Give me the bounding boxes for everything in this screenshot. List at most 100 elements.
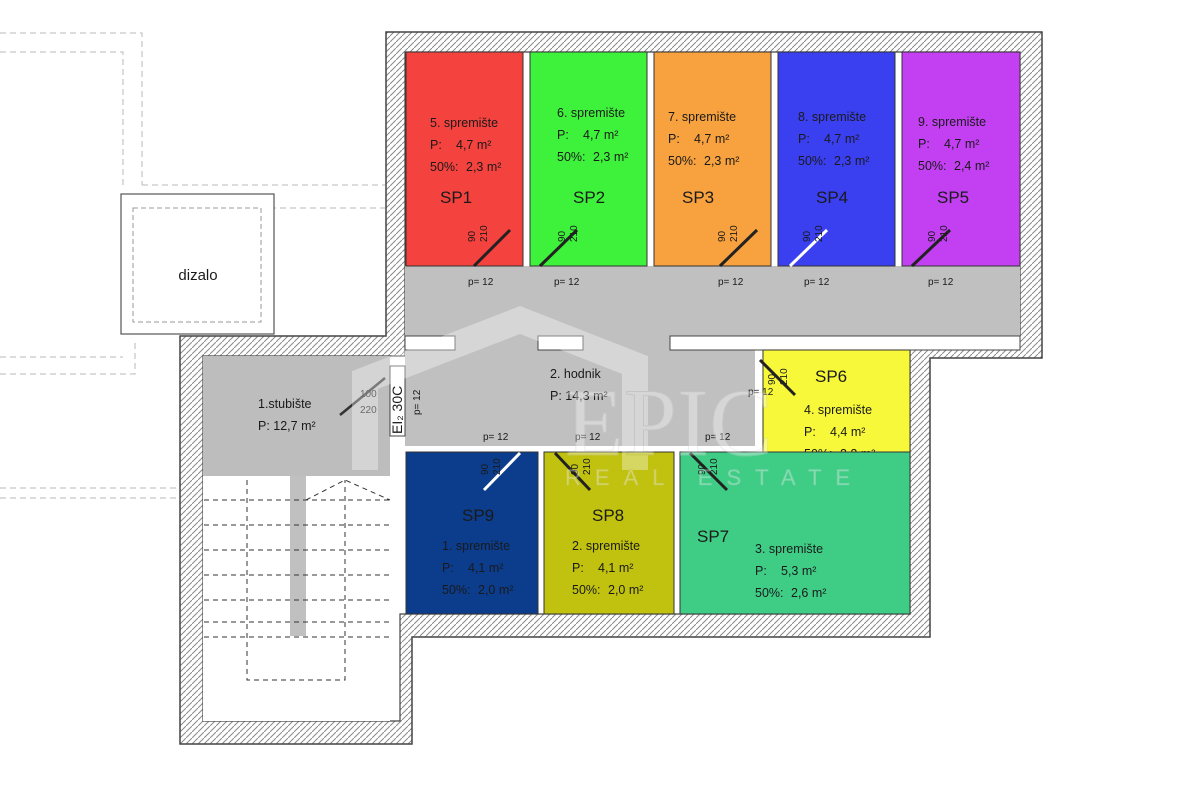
room-half-area: 2,6 m² [791, 586, 826, 600]
room-name: 2. spremište [572, 539, 640, 553]
room-area-label: P: [804, 425, 816, 439]
door-threshold: p= 12 [468, 277, 494, 288]
room-half-label: 50%: [798, 154, 827, 168]
room-tag: SP8 [592, 506, 624, 525]
watermark-sub: REAL ESTATE [565, 465, 864, 490]
room-name: 6. spremište [557, 106, 625, 120]
room-sp2 [529, 51, 648, 267]
fire-door-label: EI₂ 30C [389, 386, 405, 434]
door-threshold: p= 12 [748, 387, 774, 398]
door-threshold: p= 12 [705, 432, 731, 443]
room-name: 4. spremište [804, 403, 872, 417]
room-tag: SP6 [815, 367, 847, 386]
room-tag: SP2 [573, 188, 605, 207]
room-half-area: 2,0 m² [478, 583, 513, 597]
door-leaf [482, 451, 522, 492]
room-area-label: P: [755, 564, 767, 578]
room-sp1 [405, 51, 524, 267]
room-half-area: 2,3 m² [466, 160, 501, 174]
room-name: 3. spremište [755, 542, 823, 556]
room-area-label: P: [442, 561, 454, 575]
door-leaf [718, 228, 759, 268]
room-tag: SP9 [462, 506, 494, 525]
door-leaf [553, 451, 592, 492]
door-threshold: p= 12 [575, 432, 601, 443]
stair-door-p: p= 12 [412, 389, 423, 415]
stair-room: 1.stubište P: 12,7 m² 100 220 EI₂ 30C p=… [203, 356, 423, 721]
room-tag: SP1 [440, 188, 472, 207]
room-sp9 [405, 451, 539, 615]
room-area: 4,1 m² [468, 561, 503, 575]
door-height: 210 [582, 458, 593, 475]
hallway: 2. hodnik P: 14,3 m² [404, 266, 1021, 446]
room-area-label: P: [668, 132, 680, 146]
door-width: 90 [480, 463, 491, 475]
door-width: 90 [927, 230, 938, 242]
door-leaf [788, 228, 829, 268]
room-area: 4,4 m² [830, 425, 865, 439]
room-area-label: P: [918, 137, 930, 151]
door-height: 210 [939, 225, 950, 242]
door-width: 90 [467, 230, 478, 242]
room-name: 1. spremište [442, 539, 510, 553]
watermark-brand: EPIC [565, 369, 773, 476]
watermark: EPIC REAL ESTATE [352, 306, 864, 490]
room-half-area: 2,3 m² [593, 150, 628, 164]
room-area-label: P: [430, 138, 442, 152]
door-width: 90 [717, 230, 728, 242]
stair-name: 1.stubište [258, 397, 312, 411]
room-area: 4,7 m² [583, 128, 618, 142]
door-height: 210 [569, 225, 580, 242]
room-half-label: 50%: [668, 154, 697, 168]
door-width: 90 [802, 230, 813, 242]
room-tag: SP3 [682, 188, 714, 207]
room-sp5 [901, 51, 1021, 267]
room-area: 4,1 m² [598, 561, 633, 575]
room-area: 4,7 m² [456, 138, 491, 152]
stair-door-width: 100 [360, 389, 377, 400]
room-tag: SP5 [937, 188, 969, 207]
room-area: 4,7 m² [944, 137, 979, 151]
room-area-label: P: [557, 128, 569, 142]
room-half-label: 50%: [557, 150, 586, 164]
room-half-area: 2,3 m² [704, 154, 739, 168]
room-area-label: P: [572, 561, 584, 575]
room-sp4 [777, 51, 896, 267]
door-threshold: p= 12 [554, 277, 580, 288]
door-height: 210 [709, 458, 720, 475]
room-sp8 [543, 451, 675, 615]
door-threshold: p= 12 [928, 277, 954, 288]
door-threshold: p= 12 [804, 277, 830, 288]
elevator-label: dizalo [178, 267, 217, 284]
room-tag: SP7 [697, 527, 729, 546]
door-leaf [688, 451, 729, 492]
door-height: 210 [729, 225, 740, 242]
room-sp3 [653, 51, 772, 267]
room-name: 8. spremište [798, 110, 866, 124]
door-width: 90 [697, 463, 708, 475]
elevator: dizalo [120, 193, 275, 335]
room-area: 5,3 m² [781, 564, 816, 578]
door-width: 90 [767, 373, 778, 385]
room-sp7 [679, 451, 911, 615]
door-leaf [472, 228, 512, 268]
room-name: 9. spremište [918, 115, 986, 129]
room-half-label: 50%: [755, 586, 784, 600]
room-half-label: 50%: [430, 160, 459, 174]
stair-door-height: 220 [360, 405, 377, 416]
stair-steps [204, 479, 391, 681]
room-name: 5. spremište [430, 116, 498, 130]
room-half-area: 2,4 m² [954, 159, 989, 173]
room-half-area: 2,3 m² [834, 154, 869, 168]
door-leaf [538, 228, 579, 268]
door-height: 210 [479, 225, 490, 242]
room-area: 4,7 m² [824, 132, 859, 146]
door-width: 90 [570, 463, 581, 475]
room-area: 4,7 m² [694, 132, 729, 146]
door-leaf [758, 358, 797, 397]
door-threshold: p= 12 [483, 432, 509, 443]
room-name: 7. spremište [668, 110, 736, 124]
stair-area: P: 12,7 m² [258, 419, 316, 433]
door-threshold: p= 12 [718, 277, 744, 288]
